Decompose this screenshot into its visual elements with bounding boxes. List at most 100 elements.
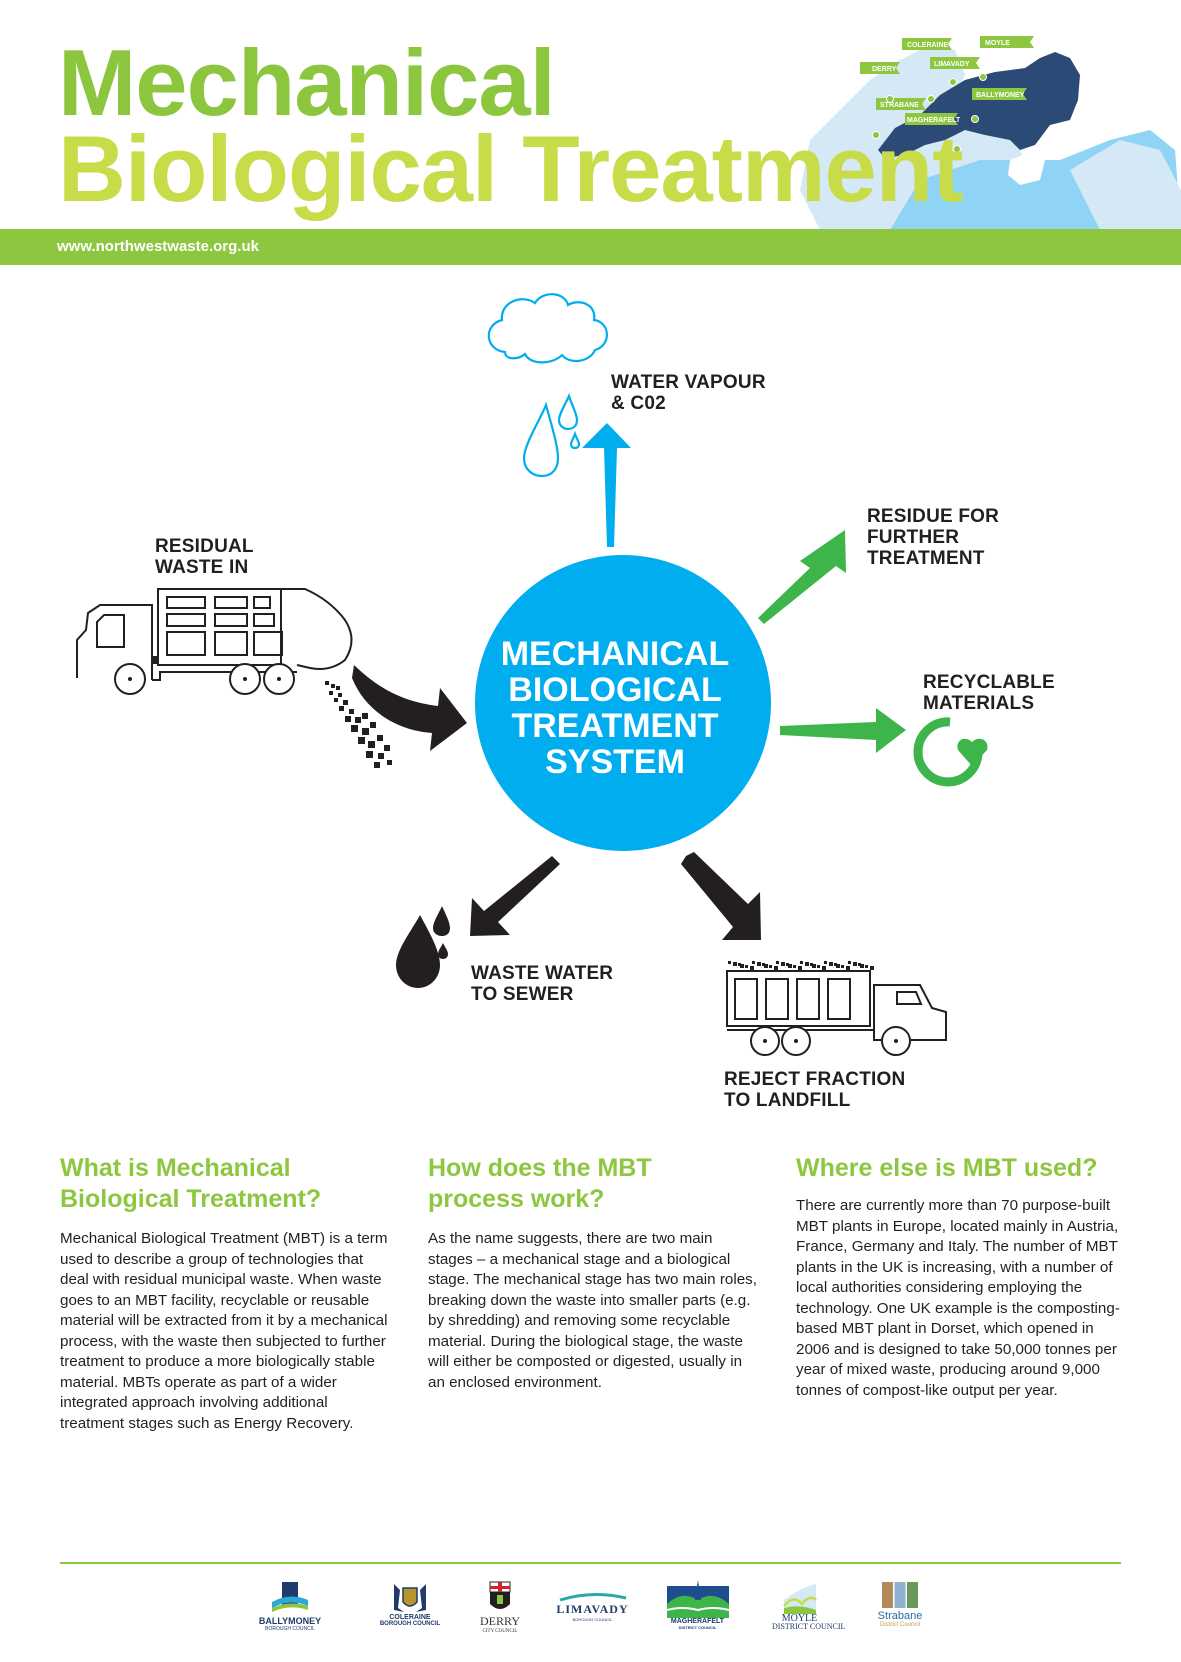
logo-strabane[interactable]: Strabane District Council <box>870 1580 930 1650</box>
rubble-piece <box>822 966 826 970</box>
label-water-vapour: WATER VAPOUR & C02 <box>611 372 766 414</box>
section-heading: What is Mechanical Biological Treatment? <box>60 1153 390 1215</box>
magherafelt-emblem-icon <box>666 1580 729 1618</box>
rubble-piece <box>817 965 820 968</box>
rubble-piece <box>824 961 827 964</box>
arrow-recyclable <box>780 708 906 753</box>
rubble-piece <box>860 964 864 968</box>
garbage-truck-icon <box>76 588 353 695</box>
rubble-piece <box>870 966 874 970</box>
label-line: RESIDUAL <box>155 536 254 557</box>
logo-moyle[interactable]: MOYLE DISTRICT COUNCIL <box>772 1580 845 1650</box>
label-residual-waste: RESIDUAL WASTE IN <box>155 536 254 578</box>
label-line: MATERIALS <box>923 693 1035 714</box>
rubble-piece <box>810 963 813 966</box>
logo-sub: BOROUGH COUNCIL <box>572 1617 613 1622</box>
page-title-line-1: Mechanical <box>58 30 556 135</box>
limavady-swoosh-icon <box>559 1592 626 1602</box>
logo-name: MAGHERAFELT <box>670 1618 725 1625</box>
region-map: COLERAINE MOYLE DERRY LIMAVADY BALLYMONE… <box>800 36 1181 230</box>
label-line: WATER VAPOUR <box>611 372 766 393</box>
rubble-piece <box>769 965 772 968</box>
heading-line: process work? <box>428 1185 605 1213</box>
logo-derry[interactable]: DERRY CITY COUNCIL <box>470 1580 530 1650</box>
arrow-residue <box>758 530 846 624</box>
logo-sub: CITY COUNCIL <box>482 1629 518 1634</box>
rubble-piece <box>793 965 796 968</box>
map-label-coleraine: COLERAINE <box>907 42 949 49</box>
logo-name: DERRY <box>479 1614 520 1628</box>
section-heading: Where else is MBT used? <box>796 1153 1126 1184</box>
heading-line: What is Mechanical <box>60 1154 291 1182</box>
rubble-piece <box>788 964 792 968</box>
center-line: BIOLOGICAL <box>508 671 722 709</box>
center-line: TREATMENT <box>511 707 719 745</box>
rubble-piece <box>865 965 868 968</box>
page-title-line-2: Biological Treatment <box>58 116 964 221</box>
derry-shield-icon <box>489 1581 511 1609</box>
map-label-magherafelt: MAGHERAFELT <box>907 117 961 124</box>
rubble-piece <box>757 962 761 966</box>
rubble-piece <box>786 963 789 966</box>
section-body: There are currently more than 70 purpose… <box>796 1197 1120 1399</box>
label-line: TREATMENT <box>867 548 985 569</box>
moyle-emblem-icon <box>782 1584 817 1614</box>
droplets-outline-icon <box>522 392 581 478</box>
map-label-strabane: STRABANE <box>880 102 919 109</box>
rubble-piece <box>776 961 779 964</box>
ballymoney-emblem-icon <box>272 1582 308 1612</box>
map-label-moyle: MOYLE <box>985 40 1010 47</box>
arrow-waste-water <box>470 856 560 936</box>
rubble-piece <box>740 964 744 968</box>
rubble-piece <box>733 962 737 966</box>
logo-name: LIMAVADY <box>556 1602 629 1616</box>
map-label-limavady: LIMAVADY <box>934 61 970 68</box>
rubble-piece <box>848 961 851 964</box>
logo-magherafelt[interactable]: MAGHERAFELT DISTRICT COUNCIL <box>660 1580 735 1650</box>
rubble-piece <box>798 966 802 970</box>
logo-coleraine[interactable]: COLERAINE BOROUGH COUNCIL <box>365 1580 455 1650</box>
rubble-piece <box>834 963 837 966</box>
map-lough <box>1008 152 1045 185</box>
section-where-mbt-used: Where else is MBT used? There are curren… <box>796 1153 1126 1401</box>
rubble-piece <box>812 964 816 968</box>
logo-name: MOYLE <box>781 1613 818 1624</box>
rubble-piece <box>841 965 844 968</box>
logo-name: BALLYMONEY <box>258 1616 322 1626</box>
logo-name: COLERAINE <box>389 1614 431 1621</box>
logo-name: Strabane <box>877 1610 923 1622</box>
rubble-piece <box>846 966 850 970</box>
label-line: TO SEWER <box>471 984 574 1005</box>
strabane-emblem-icon <box>882 1582 918 1608</box>
center-line: MECHANICAL <box>500 635 730 673</box>
label-recyclable: RECYCLABLE MATERIALS <box>923 672 1055 714</box>
label-line: WASTE WATER <box>471 963 614 984</box>
rubble-piece <box>750 966 754 970</box>
footer-divider <box>60 1562 1121 1564</box>
rubble-piece <box>836 964 840 968</box>
waste-particles-icon <box>325 681 392 768</box>
website-link[interactable]: www.northwestwaste.org.uk <box>57 238 259 255</box>
rubble-piece <box>752 961 755 964</box>
label-residue: RESIDUE FOR FURTHER TREATMENT <box>867 506 999 569</box>
logo-sub: BOROUGH COUNCIL <box>379 1621 441 1627</box>
label-line: FURTHER <box>867 527 960 548</box>
section-what-is-mbt: What is Mechanical Biological Treatment?… <box>60 1153 390 1434</box>
center-line: SYSTEM <box>545 743 685 781</box>
section-heading: How does the MBT process work? <box>428 1153 758 1215</box>
mbt-diagram <box>76 293 988 1056</box>
rubble-piece <box>745 965 748 968</box>
heading-line: Biological Treatment? <box>60 1185 322 1213</box>
recycle-icon <box>913 717 988 787</box>
arrow-water-vapour <box>582 423 631 547</box>
logo-ballymoney[interactable]: BALLYMONEY BOROUGH COUNCIL <box>250 1580 330 1650</box>
arrow-landfill <box>681 852 761 940</box>
label-line: RESIDUE FOR <box>867 506 1000 527</box>
rubble-piece <box>800 961 803 964</box>
label-line: & C02 <box>611 393 666 414</box>
central-system-circle <box>475 555 771 851</box>
section-how-mbt-works: How does the MBT process work? As the na… <box>428 1153 758 1393</box>
logo-limavady[interactable]: LIMAVADY BOROUGH COUNCIL <box>555 1592 630 1662</box>
cloud-icon <box>487 293 608 364</box>
map-label-derry: DERRY <box>872 66 897 73</box>
